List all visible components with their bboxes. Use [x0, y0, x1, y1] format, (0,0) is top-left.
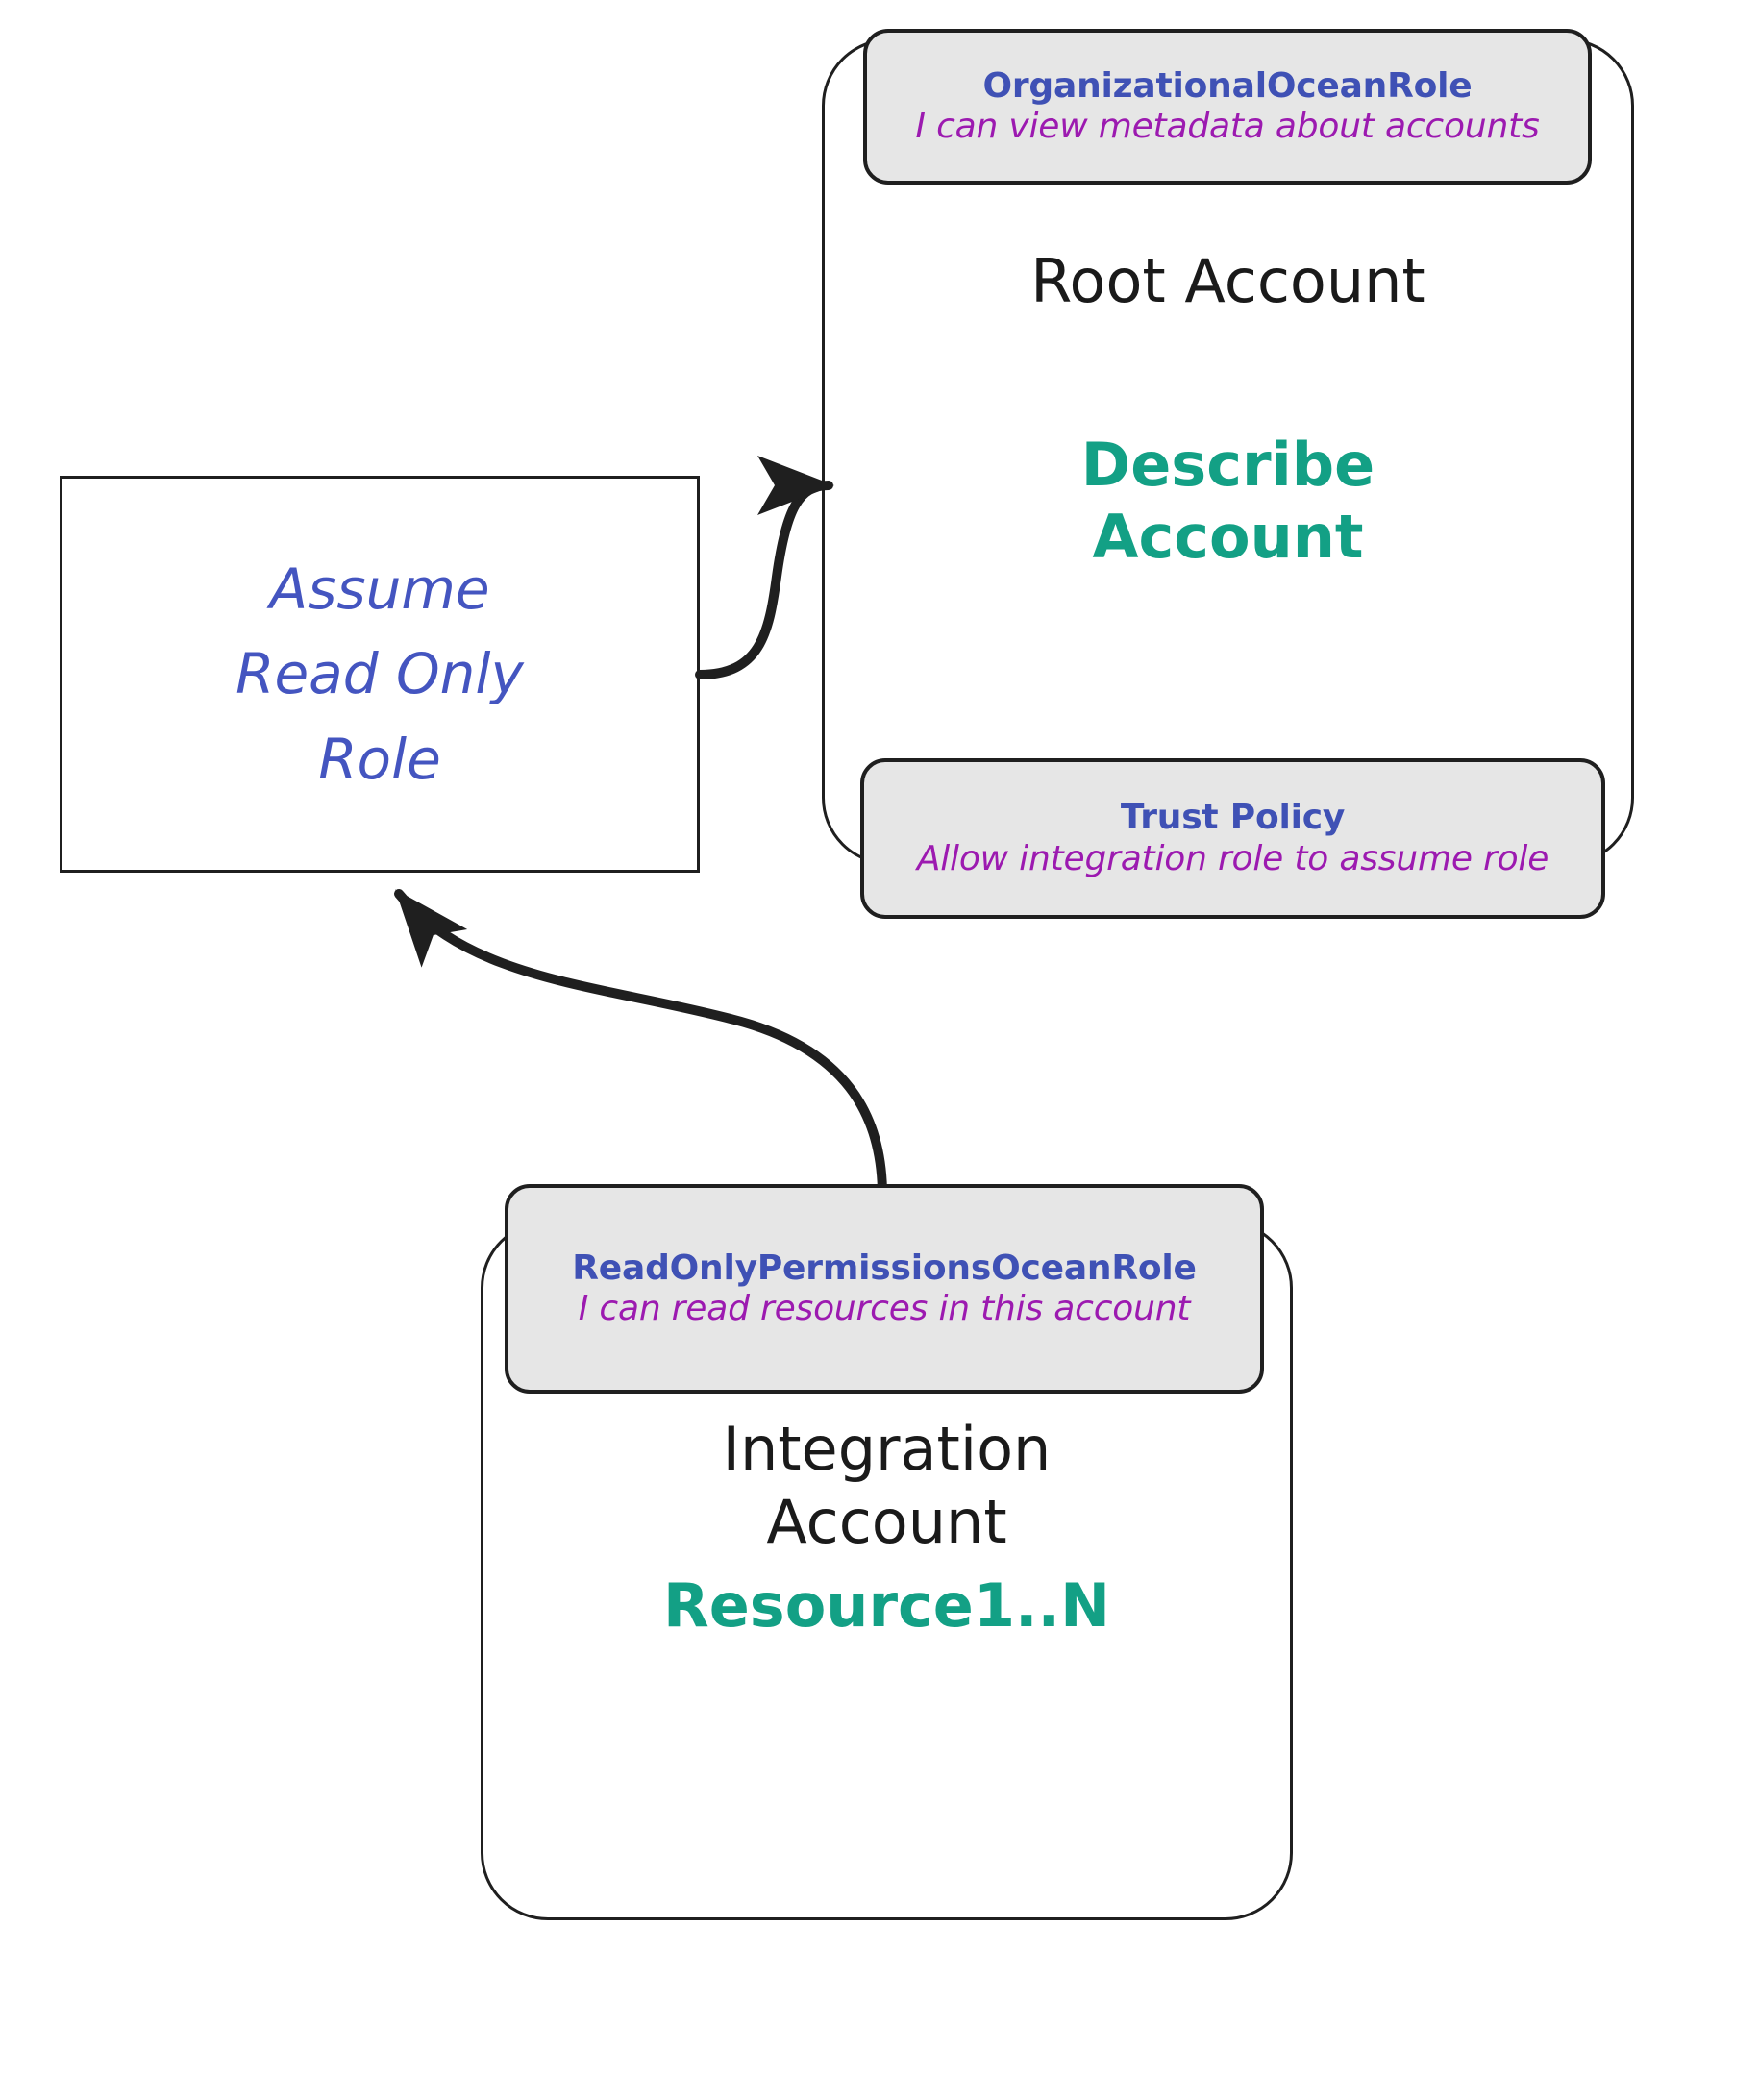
- label-readonly-permissions-ocean-role[interactable]: ReadOnlyPermissionsOceanRole I can read …: [505, 1184, 1264, 1394]
- label-trust-policy[interactable]: Trust Policy Allow integration role to a…: [860, 758, 1605, 919]
- label-organizational-ocean-role[interactable]: OrganizationalOceanRole I can view metad…: [863, 29, 1592, 185]
- node-assume-read-only-role[interactable]: Assume Read Only Role: [60, 476, 700, 873]
- trust-policy-title: Trust Policy: [1120, 798, 1346, 838]
- readonly-role-title: ReadOnlyPermissionsOceanRole: [572, 1248, 1197, 1288]
- organizational-role-title: OrganizationalOceanRole: [982, 65, 1473, 106]
- organizational-role-description: I can view metadata about accounts: [915, 107, 1540, 146]
- assume-role-text: Assume Read Only Role: [235, 556, 524, 792]
- trust-policy-description: Allow integration role to assume role: [916, 838, 1549, 878]
- edge-assume-to-root: [695, 456, 834, 679]
- edge-integration-to-assume: [394, 889, 887, 1200]
- readonly-role-description: I can read resources in this account: [578, 1289, 1191, 1328]
